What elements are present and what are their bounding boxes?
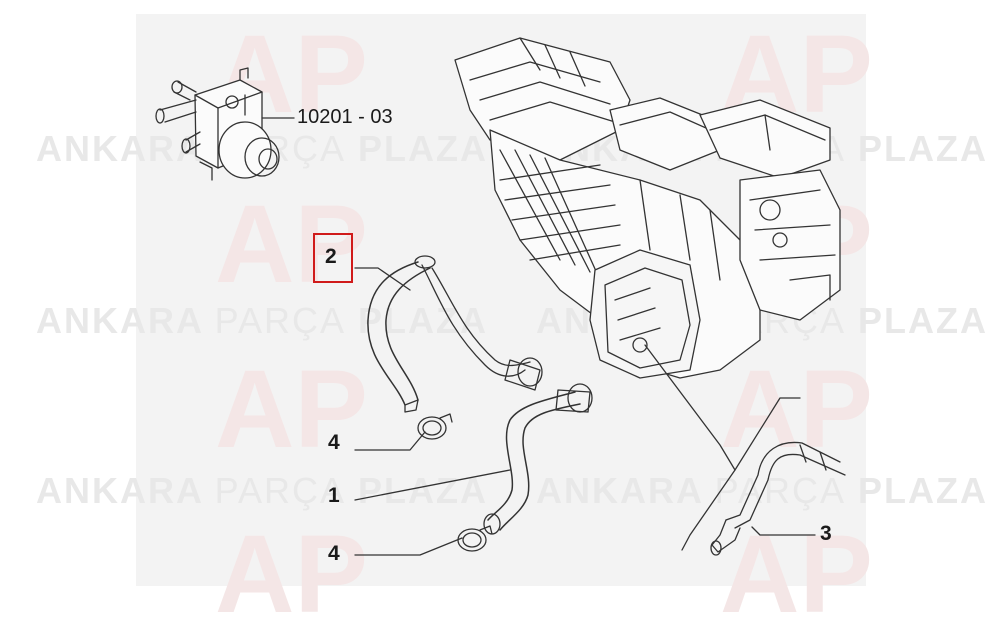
leader-line-4-upper: [354, 431, 426, 451]
heater-box-drawing: [454, 37, 841, 379]
leader-line-3-detail: [681, 397, 801, 551]
heater-valve-drawing: [155, 67, 280, 181]
watermark-logo: AP: [215, 348, 368, 471]
leader-line-1: [354, 469, 511, 501]
callout-3[interactable]: 3: [820, 522, 832, 545]
selected-part-highlight: [313, 233, 353, 283]
callout-1[interactable]: 1: [328, 484, 340, 507]
clamp-lower-drawing: [457, 525, 493, 552]
leader-line-2: [354, 267, 411, 291]
reference-code: 10201 - 03: [297, 106, 393, 128]
watermark-text: ANKARA PARÇA PLAZA: [36, 300, 489, 341]
watermark-text: ANKARA PARÇA PLAZA: [536, 470, 989, 511]
leader-line-3-to-box: [644, 344, 736, 471]
leader-line-3: [751, 526, 816, 536]
watermark-logo: AP: [720, 348, 873, 471]
hose-2-drawing: [367, 255, 543, 413]
callout-4-upper[interactable]: 4: [328, 431, 340, 454]
hose-1-drawing: [483, 383, 593, 535]
parts-drawing: [155, 37, 846, 556]
clamp-upper-drawing: [417, 413, 453, 440]
fitting-3-drawing: [710, 441, 846, 556]
callout-2[interactable]: 2: [325, 245, 337, 268]
callout-4-lower[interactable]: 4: [328, 542, 340, 565]
leader-line-4-lower: [354, 537, 463, 556]
watermark-text: ANKARA PARÇA PLAZA: [36, 470, 489, 511]
diagram-canvas: AP AP AP AP AP AP AP AP ANKARA PARÇA PLA…: [36, 14, 989, 630]
